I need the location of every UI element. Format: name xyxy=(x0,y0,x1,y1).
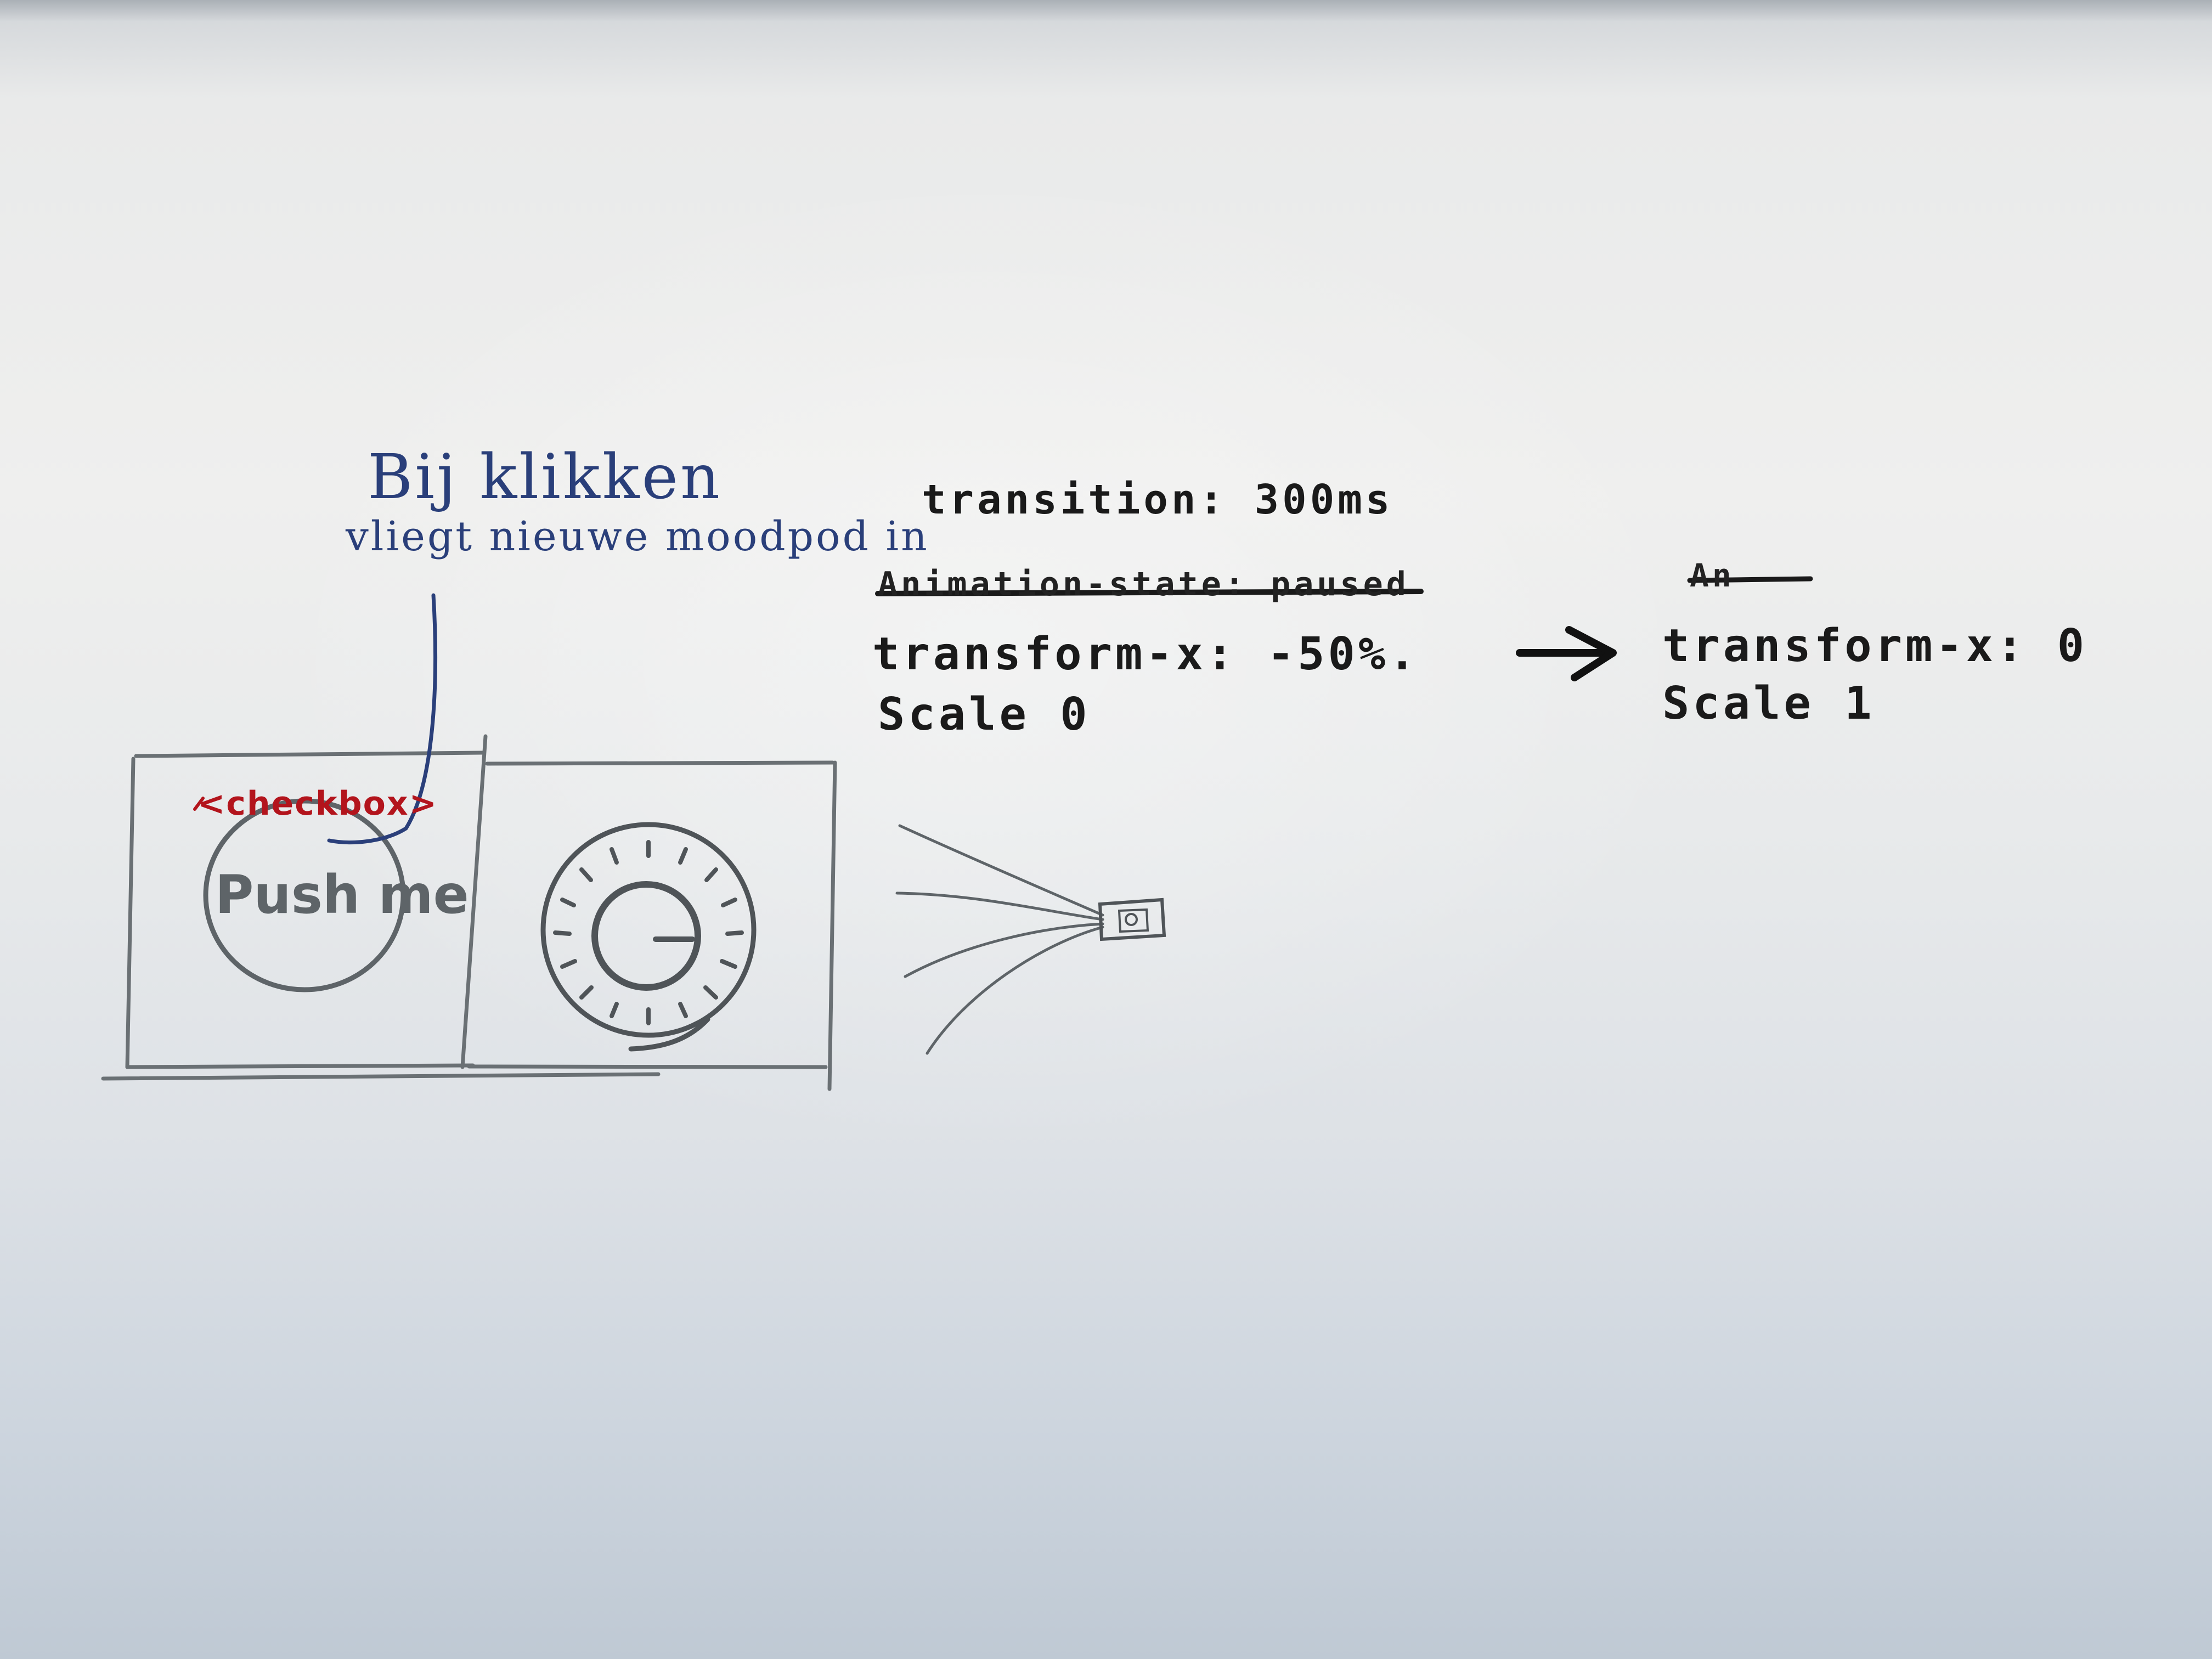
dial-icon xyxy=(540,822,757,1052)
strike-through xyxy=(875,589,1424,596)
push-me-button-label: Push me xyxy=(215,864,469,926)
panel-middle xyxy=(460,734,837,1091)
checkbox-mark xyxy=(193,797,205,811)
scale-after: Scale 1 xyxy=(1662,678,1875,730)
arrow-icon xyxy=(1516,626,1617,681)
animation-state-struck: Animation-state: paused xyxy=(878,565,1409,603)
transform-before: transform-x: -50%. xyxy=(872,628,1419,680)
panel-left xyxy=(101,751,661,1081)
moodpod-small-icon xyxy=(1098,898,1166,941)
transition-note: transition: 300ms xyxy=(922,476,1393,523)
fly-in-motion-lines xyxy=(895,824,1104,1055)
scale-before: Scale 0 xyxy=(878,689,1091,741)
ani-strike xyxy=(1687,576,1813,583)
ani-scribble: An xyxy=(1690,557,1735,594)
push-button-circle xyxy=(203,798,406,992)
checkbox-tag: <checkbox> xyxy=(198,785,438,823)
transform-after: transform-x: 0 xyxy=(1662,620,2088,672)
note-line-1: Bij klikken xyxy=(368,442,723,513)
pointer-line xyxy=(327,593,437,844)
note-line-2: vliegt nieuwe moodpod in xyxy=(346,513,929,560)
